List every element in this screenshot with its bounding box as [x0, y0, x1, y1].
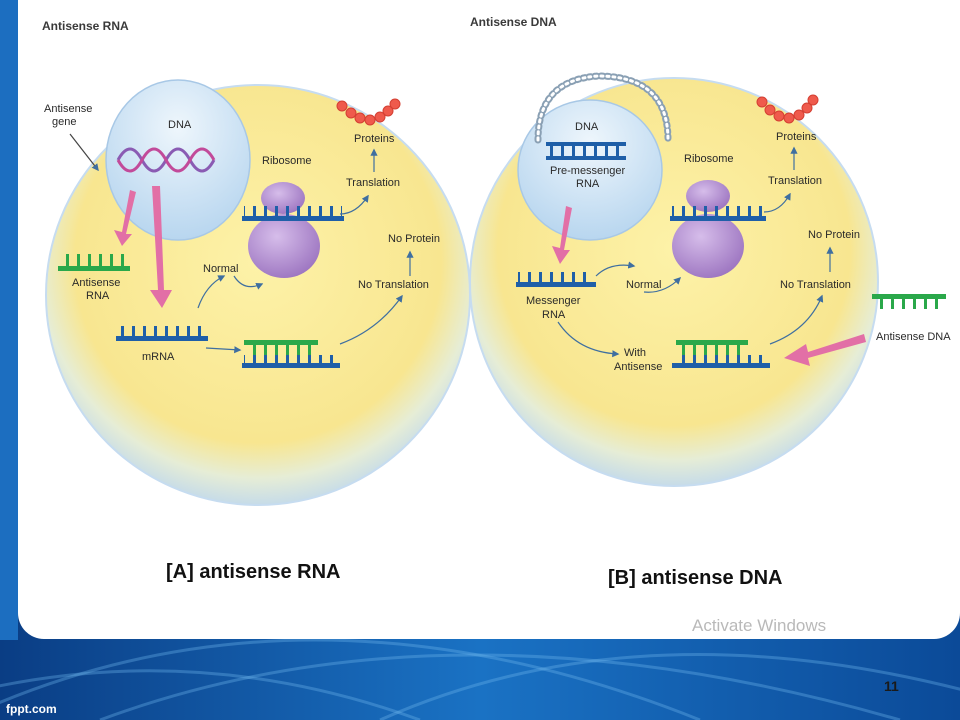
ribosome-a — [242, 182, 344, 278]
pink-arrow-to-messenger — [552, 206, 572, 264]
caption-a: [A] antisense RNA — [166, 561, 340, 583]
arrow-normal-to-ribosome-a — [233, 275, 264, 290]
dna-coil-highlight-b — [536, 74, 670, 142]
label-normal-a: Normal — [203, 263, 238, 275]
label-dna-a: DNA — [168, 119, 192, 131]
pink-arrow-antisense-dna-entry — [784, 334, 866, 366]
brand-footer: fppt.com — [6, 702, 57, 716]
dna-helix-a — [116, 147, 216, 173]
arrow-ribosome-to-translation-a — [339, 194, 369, 215]
diagram-b-header: Antisense DNA — [470, 15, 557, 29]
ribosome-b — [670, 180, 766, 278]
label-antisense-gene-2: gene — [52, 116, 76, 128]
messenger-rna-strand-b — [516, 272, 596, 287]
label-translation-a: Translation — [346, 177, 400, 189]
antisense-rna-strand-a — [58, 254, 130, 271]
label-translation-b: Translation — [768, 175, 822, 187]
antisense-dna-strand-external — [872, 294, 946, 309]
label-proteins-b: Proteins — [776, 131, 817, 143]
arrow-duplex-to-no-translation-a — [339, 294, 403, 345]
pink-arrow-to-antisense-rna — [114, 190, 136, 246]
duplex-b — [672, 340, 770, 368]
arrow-duplex-to-no-translation-b — [769, 294, 824, 345]
label-normal-b: Normal — [626, 279, 661, 291]
nucleus-a — [105, 79, 251, 241]
dna-duplex-b — [546, 142, 626, 160]
arrow-ribosome-to-translation-b — [763, 192, 791, 213]
label-pre-messenger-1: Pre-messenger — [550, 165, 626, 177]
antisense-diagram: Antisense RNA DNA Antisense gene Antisen… — [42, 15, 951, 589]
label-proteins-a: Proteins — [354, 133, 395, 145]
label-with-antisense-2: Antisense — [614, 361, 662, 373]
slide-number: 11 — [884, 678, 899, 694]
activate-windows-watermark: Activate Windows — [692, 616, 827, 635]
label-no-translation-b: No Translation — [780, 279, 851, 291]
label-antisense-rna-2: RNA — [86, 290, 110, 302]
label-antisense-gene-1: Antisense — [44, 103, 92, 115]
arrow-messenger-to-antisense-b — [557, 321, 620, 358]
slide-content: Antisense RNA DNA Antisense gene Antisen… — [18, 0, 960, 639]
caption-b: [B] antisense DNA — [608, 567, 782, 589]
mrna-strand-a — [116, 326, 208, 341]
label-no-protein-b: No Protein — [808, 229, 860, 241]
label-no-protein-a: No Protein — [388, 233, 440, 245]
label-dna-b: DNA — [575, 121, 599, 133]
nucleus-b — [517, 99, 663, 241]
label-pre-messenger-2: RNA — [576, 178, 600, 190]
diagram-b: Antisense DNA DNA Pre-messenger RNA Mess… — [469, 15, 951, 589]
label-messenger-2: RNA — [542, 309, 566, 321]
arrow-normal-a — [197, 275, 226, 309]
protein-chain-b — [756, 94, 819, 124]
diagram-a-header: Antisense RNA — [42, 19, 129, 33]
pink-arrow-to-mrna — [150, 186, 172, 308]
label-antisense-rna-1: Antisense — [72, 277, 120, 289]
label-mrna: mRNA — [142, 351, 175, 363]
diagram-a: Antisense RNA DNA Antisense gene Antisen… — [42, 19, 471, 583]
label-messenger-1: Messenger — [526, 295, 581, 307]
arrow-mrna-to-duplex-a — [205, 346, 242, 354]
label-ribosome-b: Ribosome — [684, 153, 734, 165]
duplex-a — [242, 340, 340, 368]
arrow-antisense-gene — [69, 133, 99, 172]
arrow-normal-to-ribosome-b — [643, 276, 682, 293]
label-antisense-dna: Antisense DNA — [876, 331, 951, 343]
label-with-antisense-1: With — [624, 347, 646, 359]
label-no-translation-a: No Translation — [358, 279, 429, 291]
protein-chain-a — [336, 98, 401, 126]
label-ribosome-a: Ribosome — [262, 155, 312, 167]
arrow-normal-b — [595, 261, 636, 277]
